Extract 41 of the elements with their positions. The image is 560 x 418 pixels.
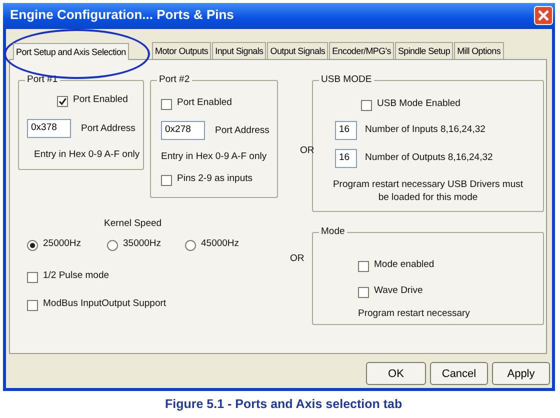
dialog-button: OK [366, 362, 426, 385]
radio-label: 25000Hz [43, 238, 82, 249]
group-title: Mode [319, 226, 347, 237]
tab: Spindle Setup [394, 42, 454, 59]
input-field: 16 [335, 121, 357, 140]
figure-caption: Figure 5.1 - Ports and Axis selection tab [165, 397, 402, 411]
checkbox-label: USB Mode Enabled [377, 98, 460, 109]
field-label: Number of Outputs 8,16,24,32 [365, 152, 493, 163]
field-label: Entry in Hex 0-9 A-F only [161, 151, 267, 162]
checkbox-label: Pins 2-9 as inputs [177, 173, 253, 184]
checkbox-label: Mode enabled [374, 259, 434, 270]
field-label: Number of Inputs 8,16,24,32 [365, 124, 486, 135]
tab: Port Setup and Axis Selection [13, 43, 129, 60]
field-label: Program restart necessary [358, 308, 470, 319]
note-text: Program restart necessary USB Drivers must be loaded for this mode [332, 178, 524, 204]
tab: Input Signals [212, 42, 266, 59]
tab: Motor Outputs [152, 42, 212, 59]
dialog-button: Cancel [430, 362, 488, 385]
tab: Mill Options [454, 42, 504, 59]
checkbox-label: Wave Drive [374, 285, 423, 296]
separator-text: OR [300, 145, 314, 156]
group-title: USB MODE [319, 74, 374, 85]
field-label: Port Address [81, 123, 136, 134]
dialog-button: Apply [492, 362, 550, 385]
input-field: 16 [335, 149, 357, 168]
checkbox-label: Port Enabled [73, 94, 128, 105]
window-title: Engine Configuration... Ports & Pins [10, 7, 234, 22]
checkbox-label: Port Enabled [177, 97, 232, 108]
radio-label: 45000Hz [201, 238, 240, 249]
input-field: 0x278 [161, 121, 205, 140]
tab: Encoder/MPG's [329, 42, 394, 59]
tab: Output Signals [267, 42, 328, 59]
group-title: Port #2 [157, 74, 192, 85]
separator-text: OR [290, 253, 304, 264]
checkbox-label: 1/2 Pulse mode [43, 270, 110, 281]
input-field: 0x378 [27, 119, 71, 138]
checkbox-label: ModBus InputOutput Support [43, 298, 166, 309]
field-label: Entry in Hex 0-9 A-F only [34, 149, 140, 160]
section-label: Kernel Speed [104, 218, 162, 229]
radio-label: 35000Hz [123, 238, 162, 249]
field-label: Port Address [215, 125, 270, 136]
